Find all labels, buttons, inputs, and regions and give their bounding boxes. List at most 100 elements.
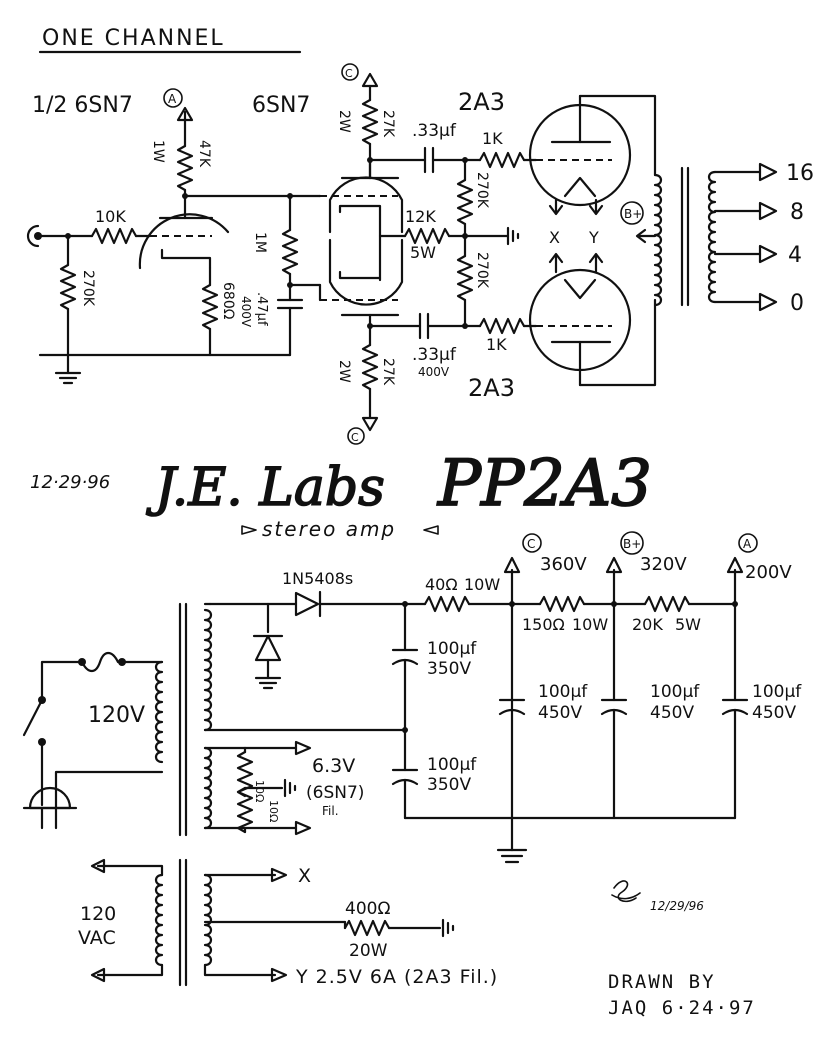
node-bplus-amp-marker bbox=[620, 201, 644, 225]
node-c-psu-marker bbox=[522, 533, 542, 553]
label-filament-r-value: 400Ω bbox=[345, 899, 390, 919]
node-a-psu-label: A bbox=[743, 537, 752, 551]
label-filament-primary-2: VAC bbox=[78, 927, 116, 949]
resistor-270k-top bbox=[456, 178, 474, 226]
label-driver-6sn7: 6SN7 bbox=[252, 93, 310, 118]
resistor-27k-top bbox=[361, 98, 379, 146]
label-heater-tube: (6SN7) bbox=[306, 783, 364, 803]
node-c-bottom-label: C bbox=[351, 431, 359, 444]
label-c3-voltage: 450V bbox=[538, 703, 582, 723]
label-cap-bypass-voltage: 400V bbox=[239, 296, 253, 328]
resistor-40-ohm bbox=[423, 595, 471, 613]
resistor-270k-bottom bbox=[456, 254, 474, 302]
label-hum-r2: 10Ω bbox=[267, 800, 280, 822]
label-r3-value: 20K bbox=[632, 615, 663, 634]
tap-4: 4 bbox=[788, 243, 802, 268]
mains-input bbox=[22, 651, 164, 830]
label-cap-coupling2-voltage: 400V bbox=[418, 365, 450, 379]
label-hum-r1: 10Ω bbox=[253, 780, 266, 802]
output-tube-top bbox=[528, 94, 632, 207]
label-c1-value: 100µf bbox=[427, 639, 477, 659]
resistor-12k-tail bbox=[403, 227, 451, 245]
filament-transformer bbox=[154, 858, 213, 987]
resistor-47k-1w bbox=[176, 144, 194, 192]
node-a-psu-marker bbox=[738, 533, 758, 553]
cap-c3-plate-b bbox=[498, 708, 526, 716]
tap-16: 16 bbox=[786, 161, 814, 186]
label-rectifier: 1N5408s bbox=[282, 569, 353, 588]
label-r-grid-leak: 270K bbox=[80, 270, 96, 307]
label-r-grid2a: 270K bbox=[474, 172, 490, 209]
tap-0: 0 bbox=[790, 291, 804, 316]
label-cap-coupling2-value: .33µf bbox=[412, 345, 457, 365]
resistor-270k-grid-leak bbox=[59, 263, 77, 311]
driver-tube-bottom bbox=[320, 238, 404, 317]
label-r3-watt: 5W bbox=[675, 615, 701, 634]
tap-8: 8 bbox=[790, 200, 804, 225]
title-subtitle: stereo amp bbox=[262, 517, 396, 541]
label-r-plate1-watt: 1W bbox=[150, 140, 166, 163]
label-x-amp: X bbox=[549, 228, 560, 247]
label-cap-coupling1: .33µf bbox=[412, 121, 457, 141]
triode-1 bbox=[138, 213, 230, 270]
resistor-150-ohm bbox=[538, 595, 586, 613]
label-r-1m: 1M bbox=[252, 232, 268, 253]
voltage-c: 360V bbox=[540, 554, 587, 575]
label-c2-value: 100µf bbox=[427, 755, 477, 775]
label-r-tail-value: 12K bbox=[405, 207, 436, 226]
drawn-by-line2: JAQ 6·24·97 bbox=[608, 997, 756, 1019]
label-heater-voltage: 6.3V bbox=[312, 755, 355, 777]
node-a-marker bbox=[163, 88, 183, 108]
label-r-plate1-value: 47K bbox=[196, 140, 212, 168]
title-brand: J.E. Labs bbox=[146, 458, 385, 518]
node-bplus-psu-label: B+ bbox=[623, 537, 641, 551]
output-tube-bottom bbox=[528, 268, 632, 387]
node-c-top-marker bbox=[341, 63, 359, 81]
rectifier-diode bbox=[294, 591, 320, 617]
label-r-cathode1: 680Ω bbox=[220, 282, 236, 320]
label-r2-watt: 10W bbox=[572, 615, 608, 634]
power-transformer bbox=[154, 602, 213, 837]
label-c4-value: 100µf bbox=[650, 682, 700, 702]
label-2a3-bottom: 2A3 bbox=[468, 374, 515, 402]
label-r-plate3-watt: 2W bbox=[336, 360, 352, 383]
label-filament-r-watt: 20W bbox=[349, 941, 388, 961]
output-transformer-secondary bbox=[707, 170, 717, 304]
signature-date: 12/29/96 bbox=[650, 899, 704, 913]
label-r-grid2b: 270K bbox=[474, 252, 490, 289]
resistor-20k bbox=[643, 595, 691, 613]
label-filament-y: Y 2.5V 6A (2A3 Fil.) bbox=[295, 966, 498, 988]
label-r-plate2-value: 27K bbox=[380, 110, 396, 138]
resistor-400-ohm bbox=[343, 919, 391, 937]
label-half-6sn7: 1/2 6SN7 bbox=[32, 93, 133, 118]
label-c3-value: 100µf bbox=[538, 682, 588, 702]
drawn-by-line1: DRAWN BY bbox=[608, 971, 716, 993]
ground-symbol bbox=[54, 353, 82, 385]
signature-mark bbox=[611, 880, 641, 903]
label-r1-value: 40Ω bbox=[425, 575, 458, 594]
driver-tube-top bbox=[320, 176, 404, 282]
title-date: 12·29·96 bbox=[30, 472, 110, 493]
node-bplus-psu-marker bbox=[620, 531, 644, 555]
label-c5-value: 100µf bbox=[752, 682, 802, 702]
label-r-tail-watt: 5W bbox=[410, 243, 436, 262]
label-r-input: 10K bbox=[95, 207, 126, 226]
resistor-10k bbox=[90, 227, 138, 245]
label-cap-bypass-value: .47µf bbox=[254, 292, 269, 326]
node-c-bottom-marker bbox=[347, 427, 365, 445]
label-r-grid-stop1: 1K bbox=[482, 129, 503, 148]
node-a-label: A bbox=[168, 92, 177, 106]
channel-title: ONE CHANNEL bbox=[42, 26, 225, 51]
voltage-b: 320V bbox=[640, 554, 687, 575]
resistor-1m bbox=[281, 228, 299, 276]
label-r-plate2-watt: 2W bbox=[336, 110, 352, 133]
label-2a3-top: 2A3 bbox=[458, 88, 505, 116]
label-r-plate3-value: 27K bbox=[380, 358, 396, 386]
hum-resistor-2 bbox=[236, 786, 254, 834]
hum-resistor-1 bbox=[236, 750, 254, 798]
label-r2-value: 150Ω bbox=[522, 615, 565, 634]
label-filament-x: X bbox=[298, 865, 311, 887]
output-transformer-primary bbox=[653, 173, 663, 307]
node-c-psu-label: C bbox=[527, 537, 535, 551]
